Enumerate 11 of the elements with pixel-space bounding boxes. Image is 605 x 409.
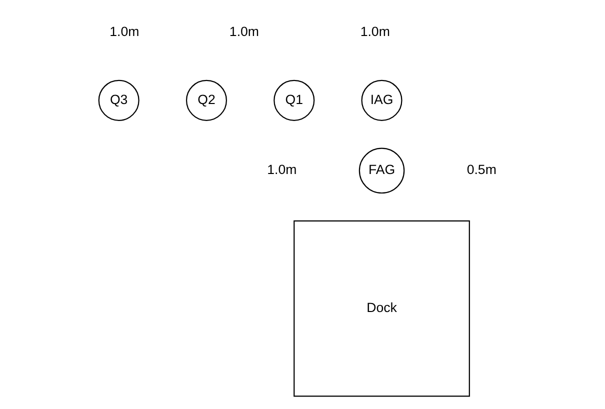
label: 0.5m	[466, 162, 496, 178]
label: 1.0m	[228, 24, 258, 40]
label: 1.0m	[266, 162, 296, 178]
node-circle: Q2	[185, 80, 227, 121]
node-box: Dock	[293, 220, 470, 397]
node-circle: Q1	[273, 80, 314, 121]
node-circle: FAG	[358, 148, 404, 194]
node-circle: Q3	[98, 80, 139, 121]
node-circle: IAG	[360, 80, 402, 121]
label: 1.0m	[360, 24, 390, 40]
label: 1.0m	[109, 24, 139, 40]
